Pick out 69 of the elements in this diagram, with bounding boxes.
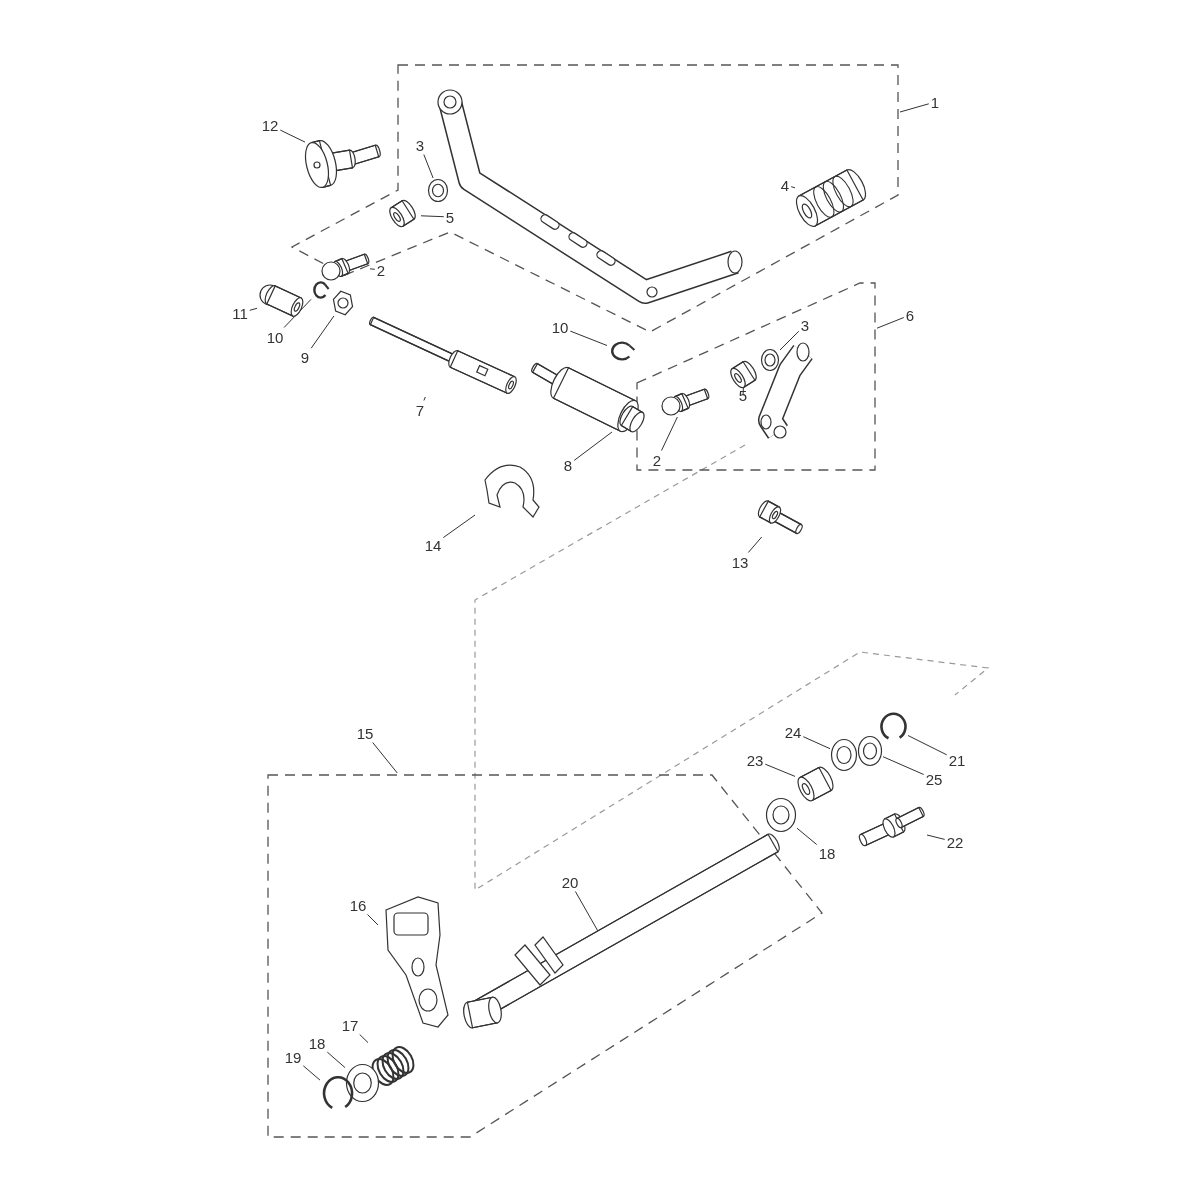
callout-number: 16 <box>349 897 367 913</box>
nut-drawing <box>332 290 354 316</box>
leader-line <box>926 834 946 840</box>
linkage-rod-drawing <box>366 315 518 397</box>
leader-line <box>764 763 796 777</box>
leader-line <box>661 416 678 451</box>
leader-line <box>796 827 818 845</box>
leader-line <box>372 742 398 774</box>
leader-line <box>742 385 744 395</box>
callout-number: 13 <box>731 554 749 570</box>
callout-number: 21 <box>948 752 966 768</box>
washer-drawing <box>760 348 780 372</box>
callout-number: 5 <box>445 209 455 225</box>
callout-number: 22 <box>946 834 964 850</box>
leader-line <box>779 330 800 351</box>
leader-line <box>882 756 925 775</box>
dashed-group-outline <box>635 281 877 472</box>
callout-number: 8 <box>563 457 573 473</box>
callout-number: 1 <box>930 94 940 110</box>
washer-drawing <box>427 178 449 203</box>
leader-line <box>420 215 445 218</box>
leader-line <box>279 129 306 143</box>
callout-number: 6 <box>905 307 915 323</box>
callout-number: 2 <box>376 262 386 278</box>
callout-number: 3 <box>415 137 425 153</box>
leader-line <box>369 268 376 270</box>
callout-number: 18 <box>308 1035 326 1051</box>
washer-drawing <box>857 735 883 767</box>
washer-drawing <box>765 797 797 833</box>
callout-number: 9 <box>300 349 310 365</box>
callout-number: 2 <box>652 452 662 468</box>
callout-number: 25 <box>925 771 943 787</box>
callout-number: 10 <box>551 319 569 335</box>
callout-number: 11 <box>232 305 248 321</box>
leader-line <box>907 735 948 756</box>
clip-drawing <box>311 280 329 300</box>
callout-number: 18 <box>818 845 836 861</box>
leader-line <box>302 1065 321 1081</box>
callout-number: 24 <box>784 724 802 740</box>
callout-number: 20 <box>561 874 579 890</box>
callout-number: 5 <box>738 387 748 403</box>
leader-line <box>310 315 335 349</box>
callout-number: 19 <box>284 1049 302 1065</box>
leader-line <box>876 317 905 329</box>
callout-number: 7 <box>415 402 425 418</box>
leader-line <box>442 514 476 539</box>
leader-line <box>747 536 763 553</box>
leader-line <box>423 154 434 179</box>
leader-line <box>423 396 426 401</box>
leader-line <box>899 103 930 113</box>
leader-line <box>367 914 379 926</box>
callout-number: 3 <box>800 317 810 333</box>
washer-drawing <box>830 738 858 772</box>
leader-line <box>569 330 608 346</box>
callout-number: 17 <box>341 1017 359 1033</box>
callout-number: 12 <box>261 117 279 133</box>
leader-line <box>790 186 796 189</box>
callout-number: 4 <box>780 177 790 193</box>
leader-line <box>249 307 258 311</box>
callout-number: 15 <box>356 725 374 741</box>
callout-number: 14 <box>424 537 442 553</box>
leader-line <box>326 1051 346 1069</box>
leader-line <box>283 298 312 328</box>
leader-line <box>573 431 613 461</box>
callout-number: 10 <box>266 329 284 345</box>
leader-line <box>802 736 831 750</box>
leader-line <box>359 1034 369 1044</box>
callout-number: 23 <box>746 752 764 768</box>
washer-drawing <box>345 1063 380 1103</box>
